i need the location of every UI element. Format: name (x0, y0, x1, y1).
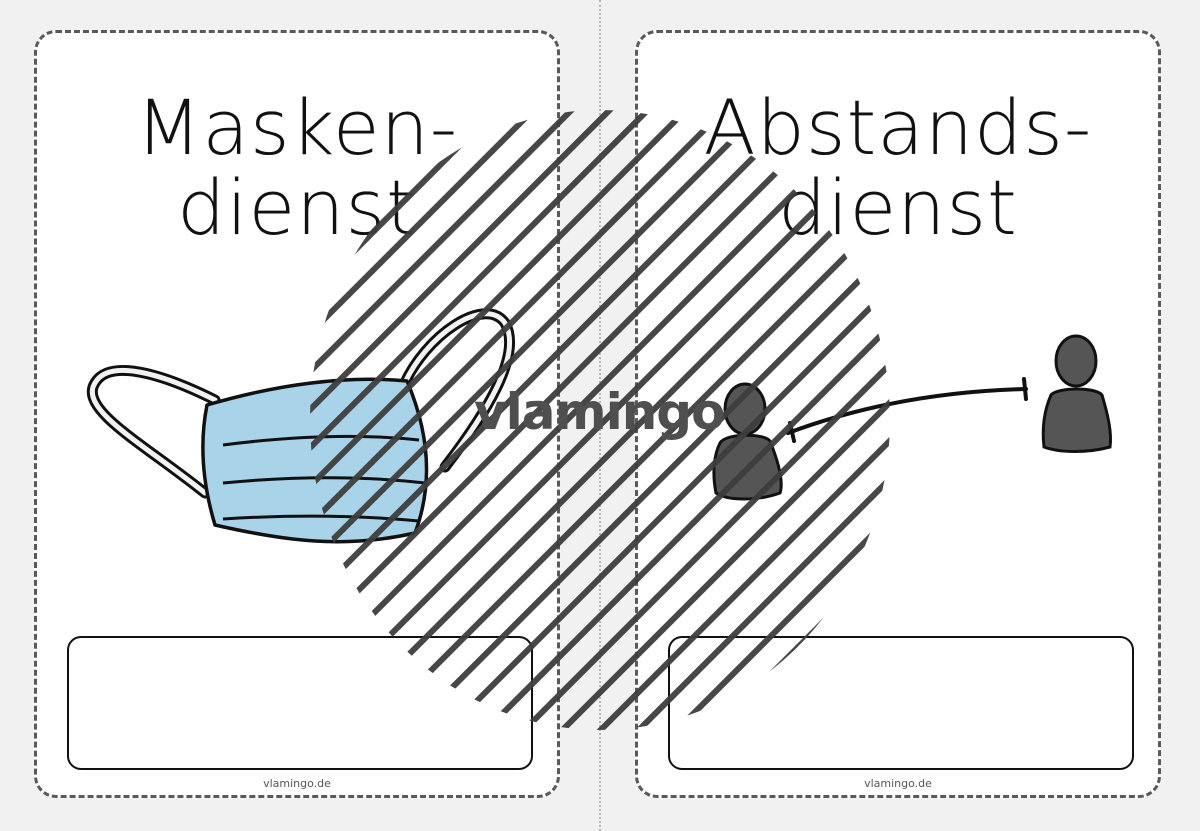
title-line-2: dienst (778, 163, 1018, 252)
social-distance-icon (712, 334, 1112, 501)
card-maskendienst: Masken- dienst vlamingo.de (34, 30, 560, 798)
footer-url: vlamingo.de (864, 777, 932, 790)
title-line-1: Masken- (135, 83, 459, 172)
face-mask-icon (86, 308, 515, 544)
person-left-icon (712, 382, 783, 501)
person-right-icon (1041, 334, 1112, 453)
card-title: Abstands- dienst (638, 88, 1158, 248)
name-box (668, 636, 1134, 770)
cut-line (599, 0, 601, 831)
title-line-1: Abstands- (703, 83, 1093, 172)
card-abstandsdienst: Abstands- dienst vlamingo.de (635, 30, 1161, 798)
name-box (67, 636, 533, 770)
footer-url: vlamingo.de (263, 777, 331, 790)
title-line-2: dienst (177, 163, 417, 252)
card-title: Masken- dienst (37, 88, 557, 248)
